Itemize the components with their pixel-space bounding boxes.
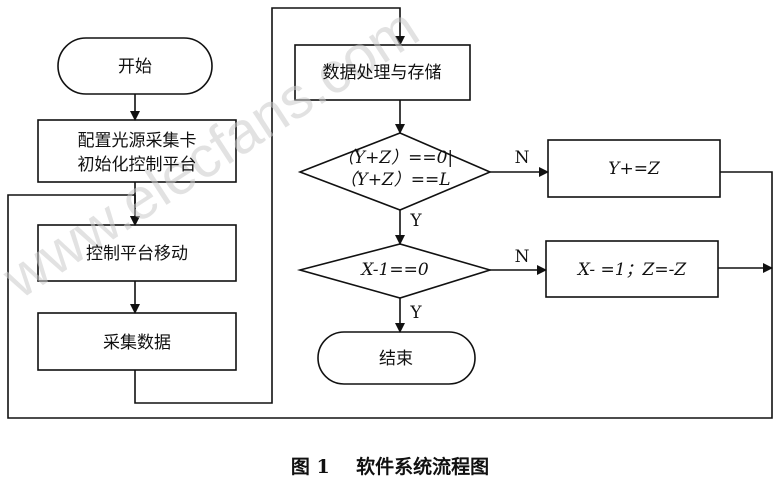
- process-box: [294, 44, 471, 101]
- collect-label: 采集数据: [103, 333, 171, 353]
- no-label-1: N: [515, 148, 530, 168]
- process-label: 数据处理与存储: [323, 63, 442, 83]
- action1-label: Y+=Z: [608, 159, 661, 179]
- cond1-label-1: （Y+Z）==0|: [337, 148, 453, 168]
- end-label: 结束: [379, 349, 413, 369]
- no-label-2: N: [515, 247, 530, 267]
- figure-caption: 图 1 软件系统流程图: [291, 455, 489, 478]
- action2-label: X- =1；Z=-Z: [576, 260, 688, 280]
- init-label-1: 配置光源采集卡: [78, 131, 197, 151]
- start-label: 开始: [118, 57, 152, 77]
- cond1-label-2: （Y+Z）==L: [339, 170, 450, 190]
- yes-label-1: Y: [409, 211, 422, 231]
- yes-label-2: Y: [409, 303, 422, 323]
- init-label-2: 初始化控制平台: [78, 155, 197, 175]
- cond2-label: X-1==0: [359, 260, 429, 280]
- move-label: 控制平台移动: [86, 244, 188, 264]
